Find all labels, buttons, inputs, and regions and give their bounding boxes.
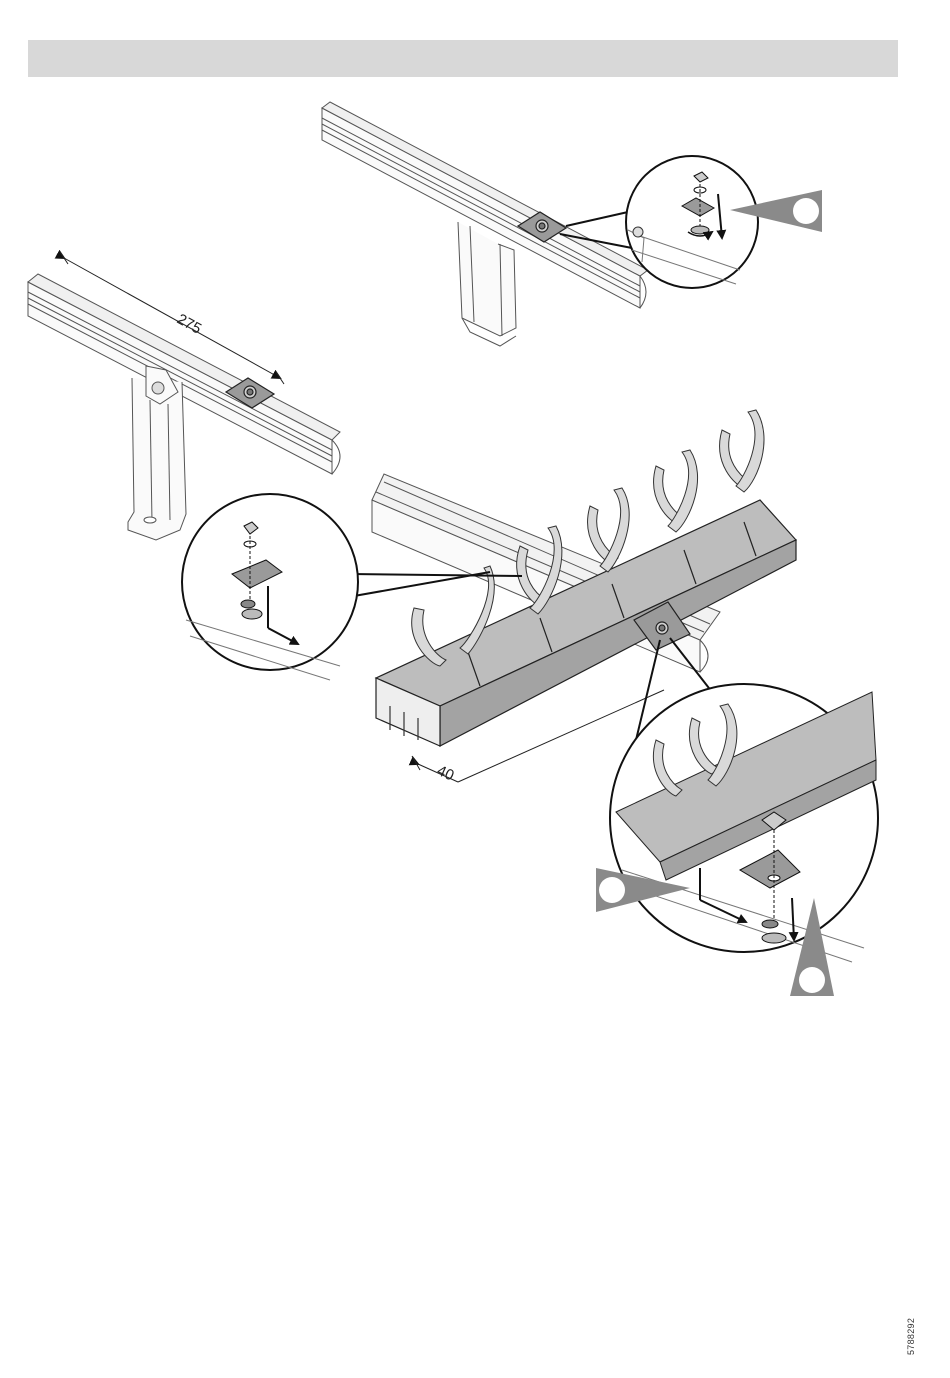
upper-support-post [458, 222, 516, 346]
upper-detail-magnifier [626, 156, 758, 288]
left-support-post [128, 366, 186, 540]
right-detail-magnifier [610, 684, 878, 962]
dimension-40-label: 40 [434, 762, 456, 784]
document-number: 5788292 [906, 1318, 916, 1355]
left-detail-magnifier [182, 494, 358, 680]
